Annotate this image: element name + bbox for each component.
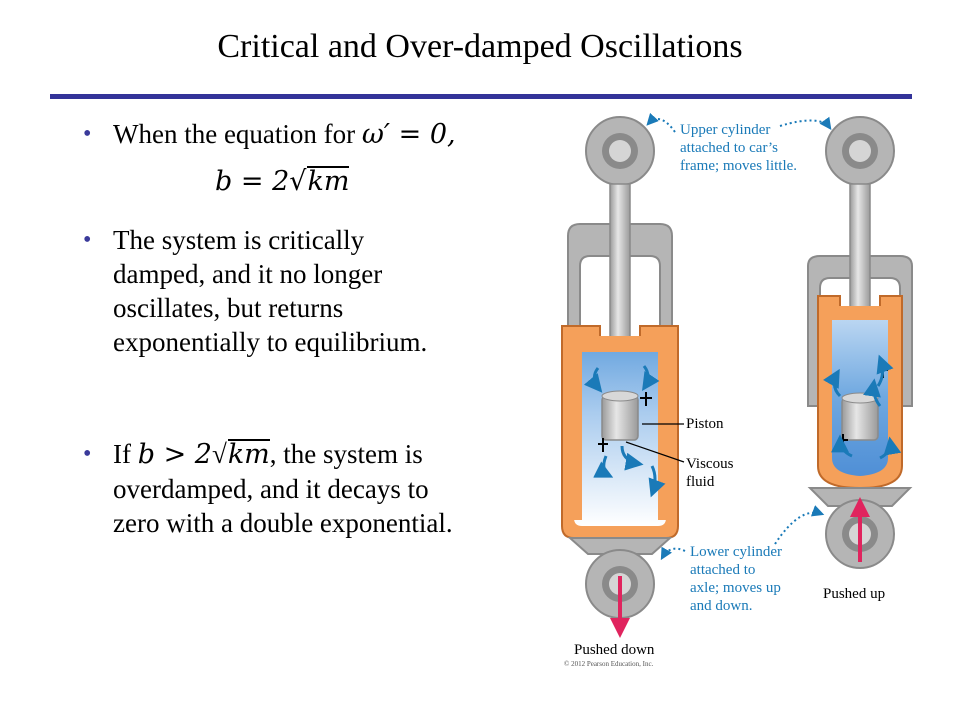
lower-callout-arrow-right — [774, 505, 825, 545]
slide-title: Critical and Over-damped Oscillations — [217, 28, 743, 65]
bullet-3-math-left: b > 2 — [137, 439, 212, 470]
lower-cylinder-label-line: and down. — [690, 598, 753, 614]
title-divider — [50, 94, 912, 99]
lower-cylinder-label-line: Lower cylinder — [690, 544, 782, 560]
viscous-leader-line — [625, 441, 685, 463]
bullet-2-line: oscillates, but returns — [113, 293, 344, 323]
right-shock-absorber — [807, 116, 913, 569]
viscous-label-line: fluid — [686, 474, 715, 490]
bullet-1-math: ω′ = 0, — [361, 119, 456, 150]
lower-cylinder-label-line: attached to — [690, 562, 755, 578]
bullet-3-math-root: km — [227, 439, 270, 470]
bullet-2-line: exponentially to equilibrium. — [113, 327, 428, 357]
shock-absorber-figure: Upper cylinder attached to car’s frame; … — [561, 112, 913, 668]
upper-cylinder-label-line: frame; moves little. — [680, 158, 797, 174]
pushed-down-label: Pushed down — [574, 642, 655, 658]
bullet-2: The system is critically damped, and it … — [113, 223, 427, 359]
bullet-3-first-line: If b > 2√km, the system is — [113, 437, 453, 472]
sqrt-symbol: √ — [289, 166, 307, 197]
upper-cylinder-label-line: attached to car’s — [680, 140, 778, 156]
equation-left: b = 2 — [215, 166, 290, 197]
bullet-marker: • — [83, 227, 92, 253]
bullet-marker: • — [83, 121, 92, 147]
bullet-3-line: overdamped, and it decays to — [113, 474, 429, 504]
bullet-1-text: When the equation for — [113, 119, 356, 149]
bullet-3-line: zero with a double exponential. — [113, 508, 453, 538]
pushed-up-label: Pushed up — [823, 586, 885, 602]
bullet-3-prefix: If — [113, 439, 131, 469]
bullet-1-equation: b = 2√km — [215, 165, 350, 199]
bullet-3-after: , the system is — [269, 439, 423, 469]
lower-callout-arrow-left — [660, 546, 686, 561]
lower-cylinder-label-line: axle; moves up — [690, 580, 781, 596]
viscous-label-line: Viscous — [686, 456, 734, 472]
upper-cylinder-label-line: Upper cylinder — [680, 122, 770, 138]
bullet-2-line: The system is critically — [113, 225, 365, 255]
upper-callout-arrow-left — [646, 112, 676, 133]
bullet-marker: • — [83, 441, 92, 467]
bullet-1: When the equation for ω′ = 0, — [113, 117, 456, 152]
bullet-2-line: damped, and it no longer — [113, 259, 383, 289]
left-shock-absorber — [561, 116, 679, 638]
equation-root: km — [307, 166, 350, 197]
bullet-3: If b > 2√km, the system is overdamped, a… — [113, 437, 453, 540]
copyright-label: © 2012 Pearson Education, Inc. — [564, 660, 654, 668]
upper-callout-arrow-right — [779, 116, 832, 130]
piston-label: Piston — [686, 416, 724, 432]
sqrt-symbol: √ — [211, 439, 227, 469]
